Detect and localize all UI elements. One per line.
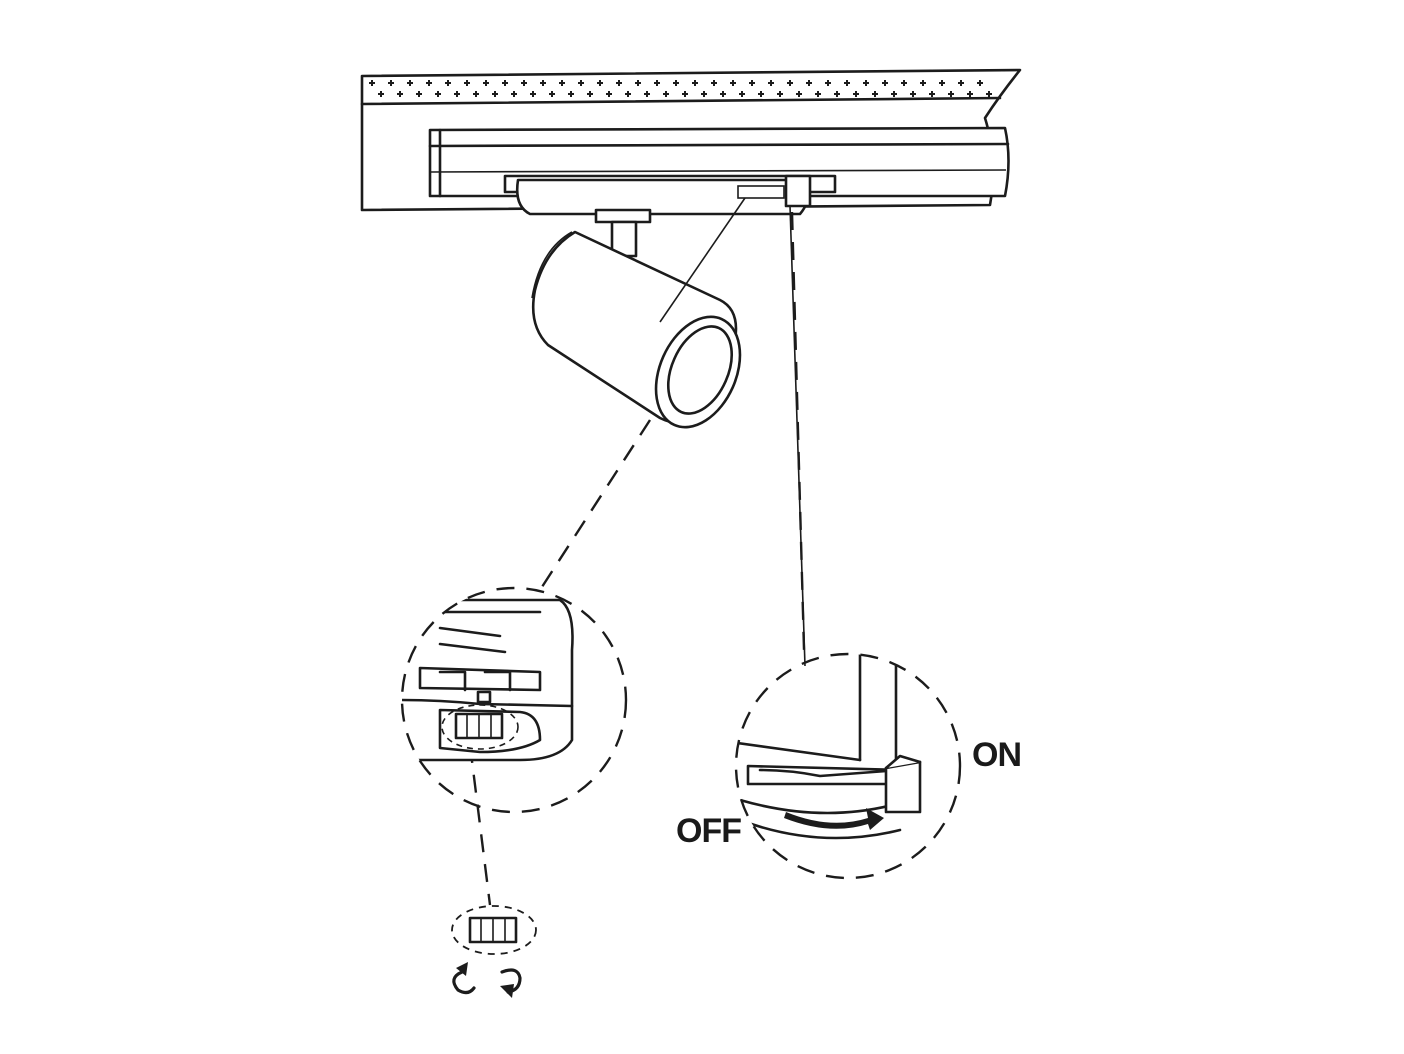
ceiling-dot <box>711 80 717 86</box>
ceiling-dot <box>730 80 736 86</box>
bottom-dip-switch <box>451 905 537 955</box>
ceiling-dot <box>967 91 973 97</box>
ceiling-dot <box>891 91 897 97</box>
ceiling-dot <box>492 91 498 97</box>
ceiling-dot <box>597 80 603 86</box>
ceiling-dot <box>625 91 631 97</box>
leader-line-dip <box>659 197 746 323</box>
ceiling-dot <box>768 80 774 86</box>
off-label: OFF <box>676 812 742 850</box>
switch-arrow-icon <box>784 808 884 830</box>
on-off-lever-icon <box>884 754 922 814</box>
ceiling-dot <box>844 80 850 86</box>
ceiling-dot <box>977 80 983 86</box>
rotate-arrows-icon <box>452 962 522 998</box>
ceiling-dot <box>682 91 688 97</box>
on-label: ON <box>972 736 1022 774</box>
ceiling-dot <box>882 80 888 86</box>
ceiling-dot <box>568 91 574 97</box>
ceiling-dot <box>749 80 755 86</box>
ceiling-dot <box>606 91 612 97</box>
ceiling-dot <box>720 91 726 97</box>
track-adapter <box>503 174 837 216</box>
ceiling-texture <box>369 80 992 97</box>
ceiling-dot <box>407 80 413 86</box>
ceiling-dot <box>378 91 384 97</box>
detail-circle-dip <box>400 586 628 814</box>
ceiling-dot <box>806 80 812 86</box>
ceiling-dot <box>758 91 764 97</box>
ceiling-dot <box>654 80 660 86</box>
ceiling-dot <box>464 80 470 86</box>
ceiling-dot <box>939 80 945 86</box>
ceiling-dot <box>483 80 489 86</box>
ceiling-dot <box>673 80 679 86</box>
ceiling-dot <box>397 91 403 97</box>
ceiling-dot <box>511 91 517 97</box>
ceiling-dot <box>426 80 432 86</box>
ceiling-dot <box>644 91 650 97</box>
ceiling-dot <box>369 80 375 86</box>
leader-dash-switch <box>790 211 806 651</box>
ceiling-dot <box>948 91 954 97</box>
ceiling-dot <box>834 91 840 97</box>
ceiling-dot <box>549 91 555 97</box>
ceiling-dot <box>920 80 926 86</box>
ceiling-dot <box>635 80 641 86</box>
ceiling-dot <box>910 91 916 97</box>
detail-circle-switch <box>734 652 962 880</box>
ceiling-dot <box>863 80 869 86</box>
adapter-dip-switch <box>737 185 785 199</box>
ceiling-dot <box>502 80 508 86</box>
ceiling-dot <box>825 80 831 86</box>
ceiling-dot <box>416 91 422 97</box>
ceiling-dot <box>454 91 460 97</box>
ceiling-dot <box>473 91 479 97</box>
ceiling-dot <box>872 91 878 97</box>
ceiling-dot <box>521 80 527 86</box>
ceiling-dot <box>815 91 821 97</box>
ceiling-dot <box>388 80 394 86</box>
ceiling-dot <box>853 91 859 97</box>
ceiling-dot <box>663 91 669 97</box>
ceiling-dot <box>692 80 698 86</box>
ceiling-dot <box>777 91 783 97</box>
leader-dash-dip <box>538 419 652 591</box>
ceiling-dot <box>435 91 441 97</box>
ceiling-dot <box>540 80 546 86</box>
ceiling-dot <box>929 91 935 97</box>
ceiling-dot <box>796 91 802 97</box>
ceiling-dot <box>701 91 707 97</box>
spotlight <box>531 208 742 429</box>
ceiling-dot <box>578 80 584 86</box>
ceiling-dot <box>986 91 992 97</box>
ceiling-dot <box>739 91 745 97</box>
leader-dash-dip-detail <box>468 744 492 906</box>
ceiling-dot <box>958 80 964 86</box>
ceiling-dot <box>559 80 565 86</box>
ceiling-dot <box>445 80 451 86</box>
ceiling-dot <box>901 80 907 86</box>
ceiling-dot <box>787 80 793 86</box>
ceiling-dot <box>587 91 593 97</box>
ceiling-dot <box>530 91 536 97</box>
ceiling-dot <box>616 80 622 86</box>
